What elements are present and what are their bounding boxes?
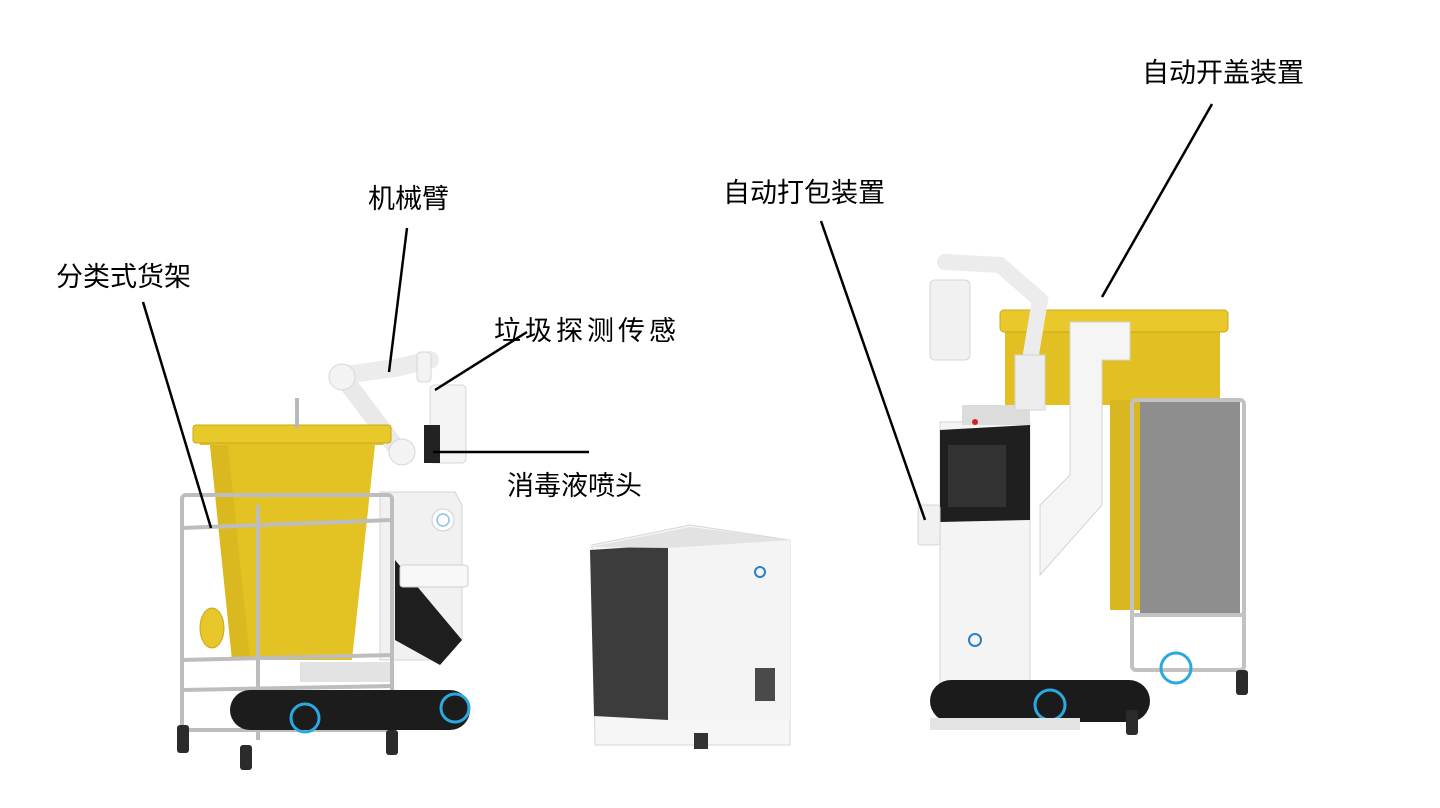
label-auto-packing: 自动打包装置 xyxy=(723,178,885,209)
label-robot-arm: 机械臂 xyxy=(368,184,449,215)
leader-line-auto-lid-open xyxy=(1100,103,1214,298)
leader-line-shelf xyxy=(141,301,213,529)
label-trash-sensor: 垃圾探测传感 xyxy=(494,316,680,347)
leader-line-trash-sensor xyxy=(434,330,528,392)
label-disinfectant-nozzle: 消毒液喷头 xyxy=(507,471,642,502)
label-shelf: 分类式货架 xyxy=(56,262,191,293)
leader-line-auto-packing xyxy=(819,220,927,521)
label-auto-lid-open: 自动开盖装置 xyxy=(1142,58,1304,89)
leader-line-robot-arm xyxy=(387,227,409,373)
